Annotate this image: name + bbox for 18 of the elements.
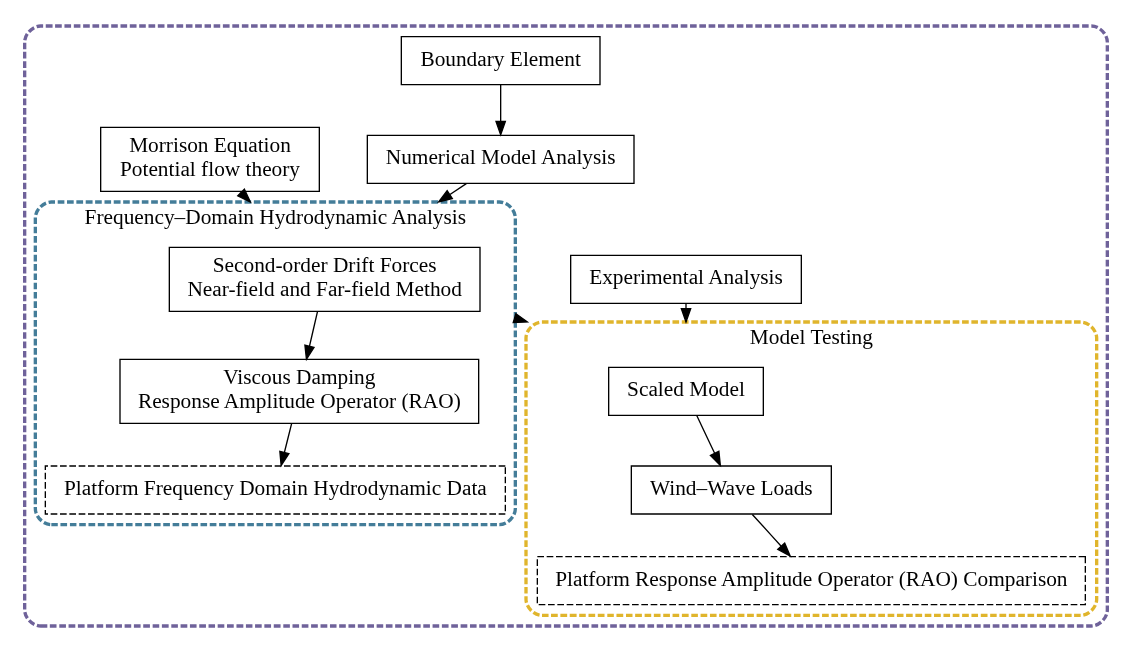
arrow [495,83,507,137]
node-box: Scaled Model [608,366,764,416]
node-box: Wind–Wave Loads [630,464,832,515]
arrow [696,414,722,467]
node-box: Boundary Element [400,35,601,85]
node-box: Platform Response Amplitude Operator (RAO) Comparison [536,555,1086,605]
arrow [751,513,792,558]
cluster [23,23,1109,628]
arrow [437,182,467,203]
arrow [304,310,319,361]
arrow [680,302,692,324]
arrow [279,422,293,467]
node-box: Platform Frequency Domain Hydrodynamic Data [44,464,506,515]
arrow [236,187,252,203]
node-box: Second-order Drift Forces Near-field and Far-field Method [168,246,481,312]
node-box: Numerical Model Analysis [366,134,635,184]
node-box: Experimental Analysis [570,254,802,304]
node-box: Viscous Damping Response Amplitude Operator (RAO) [119,358,480,424]
